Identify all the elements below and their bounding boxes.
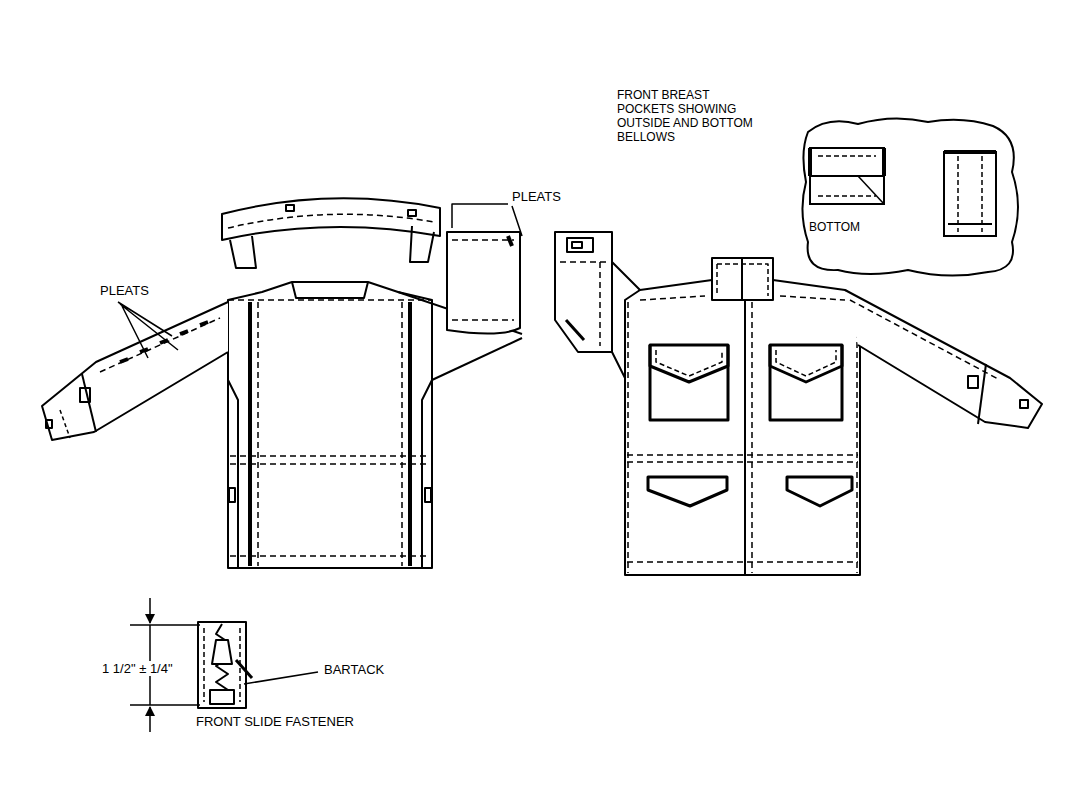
part-label: FRONT SLIDE FASTENER <box>196 714 354 729</box>
inset-heading: FRONT BREAST POCKETS SHOWING OUTSIDE AND… <box>617 88 757 144</box>
part-label: BARTACK <box>324 662 384 677</box>
inset-callout: FRONT BREAST POCKETS SHOWING OUTSIDE AND… <box>612 84 1028 280</box>
view-label: BOTTOM <box>809 220 860 234</box>
part-label: PLEATS <box>512 189 561 204</box>
dimension-label: 1 1/2" ± 1/4" <box>100 661 175 676</box>
part-label: PLEATS <box>100 283 149 298</box>
